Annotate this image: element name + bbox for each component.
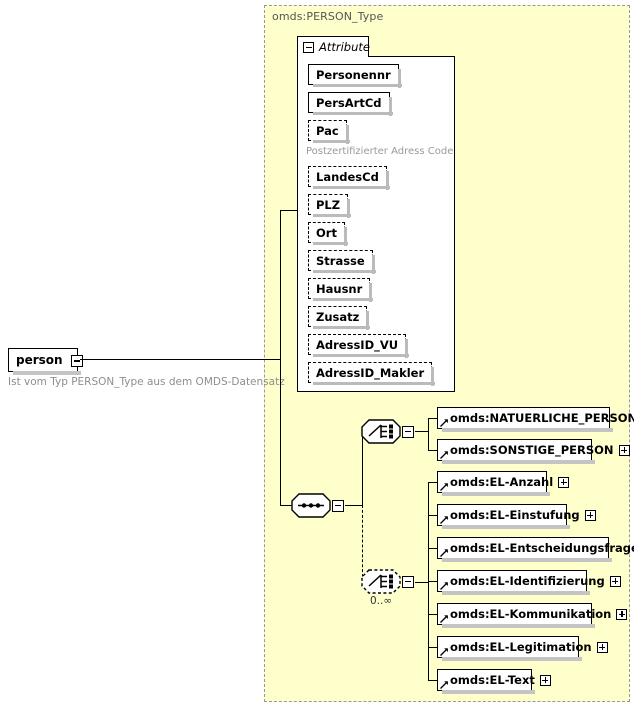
connector-choice2-m1 [428, 515, 438, 517]
sequence-compositor-icon [291, 493, 331, 518]
attribute-tab-label: Attribute [319, 40, 370, 54]
connector-choice2-m5 [428, 647, 438, 649]
plus-box-icon[interactable] [609, 575, 621, 587]
connector-choice2-m6 [428, 680, 438, 682]
connector-seq-out [345, 505, 363, 507]
attribute-adressid-vu[interactable]: AdressID_VU [308, 334, 410, 358]
element-ref-el-einstufung[interactable]: omds:EL-Einstufung [437, 504, 596, 529]
attribute-persartcd[interactable]: PersArtCd [308, 92, 392, 116]
attribute-hausnr[interactable]: Hausnr [308, 278, 374, 302]
sequence-compositor[interactable] [291, 493, 344, 518]
element-ref-label: omds:SONSTIGE_PERSON [450, 443, 614, 457]
attribute-label: Strasse [316, 253, 365, 268]
element-ref-natuerliche-person[interactable]: omds:NATUERLICHE_PERSON [437, 407, 634, 432]
minus-box-icon[interactable] [71, 355, 83, 367]
connector-trunk-vertical [279, 210, 281, 506]
minus-box-icon[interactable] [332, 499, 344, 512]
plus-box-icon[interactable] [616, 608, 628, 620]
connector-trunk-sequence [279, 505, 292, 507]
attribute-label: AdressID_VU [316, 337, 399, 352]
reference-arrow-icon [440, 648, 448, 656]
choice-2-cardinality: 0..∞ [370, 595, 393, 607]
connector-choice1-out [415, 431, 429, 433]
minus-box-icon[interactable] [303, 41, 314, 53]
connector-person-trunk [80, 359, 280, 361]
element-ref-label: omds:EL-Kommunikation [450, 607, 612, 621]
plus-box-icon[interactable] [584, 509, 596, 521]
plus-box-icon[interactable] [558, 476, 570, 488]
attribute-pac-annotation: Postzertifizierter Adress Code [306, 146, 454, 157]
connector-choice2-m4 [428, 614, 438, 616]
minus-box-icon[interactable] [402, 425, 414, 438]
attribute-label: Ort [316, 225, 337, 240]
element-ref-el-anzahl[interactable]: omds:EL-Anzahl [437, 471, 570, 496]
element-person-label: person [16, 353, 63, 367]
reference-arrow-icon [440, 681, 448, 689]
attribute-label: Zusatz [316, 309, 360, 324]
reference-arrow-icon [440, 582, 448, 590]
plus-box-icon[interactable] [596, 641, 608, 653]
element-person-annotation: Ist vom Typ PERSON_Type aus dem OMDS-Dat… [8, 376, 285, 388]
element-ref-label: omds:EL-Einstufung [450, 508, 580, 522]
reference-arrow-icon [440, 419, 448, 427]
plus-box-icon[interactable] [539, 674, 551, 686]
reference-arrow-icon [440, 549, 448, 557]
attribute-plz[interactable]: PLZ [308, 194, 352, 218]
connector-seq-branch-up [362, 431, 364, 506]
element-ref-el-text[interactable]: omds:EL-Text [437, 669, 551, 694]
attribute-adressid-makler[interactable]: AdressID_Makler [308, 362, 436, 386]
connector-trunk-attributes [279, 210, 298, 212]
element-ref-el-kommunikation[interactable]: omds:EL-Kommunikation [437, 603, 628, 628]
element-ref-el-legitimation[interactable]: omds:EL-Legitimation [437, 636, 608, 661]
attribute-personennr[interactable]: Personennr [308, 64, 402, 88]
connector-choice2-out [415, 581, 429, 583]
element-ref-label: omds:EL-Identifizierung [450, 574, 605, 588]
element-ref-el-entscheidungsfrage[interactable]: omds:EL-Entscheidungsfrage [437, 537, 634, 562]
connector-choice1-m0 [428, 418, 438, 420]
attribute-pac[interactable]: Pac [308, 120, 350, 144]
element-person[interactable]: person [8, 348, 83, 375]
reference-arrow-icon [440, 451, 448, 459]
plus-box-icon[interactable] [618, 444, 630, 456]
attribute-label: PLZ [316, 197, 341, 212]
choice-compositor-icon [361, 419, 401, 444]
connector-choice1-m1 [428, 450, 438, 452]
choice-compositor-icon [361, 569, 401, 594]
attribute-landescd[interactable]: LandesCd [308, 166, 390, 190]
attribute-zusatz[interactable]: Zusatz [308, 306, 371, 330]
attribute-label: Personennr [316, 67, 391, 82]
attribute-label: Pac [316, 123, 339, 138]
attribute-panel-tab[interactable]: Attribute [297, 36, 370, 57]
connector-choice2-m0 [428, 482, 438, 484]
attribute-label: PersArtCd [316, 95, 382, 110]
choice-compositor-1[interactable] [361, 419, 414, 444]
connector-choice2-m3 [428, 581, 438, 583]
reference-arrow-icon [440, 615, 448, 623]
element-ref-sonstige-person[interactable]: omds:SONSTIGE_PERSON [437, 439, 630, 464]
connector-choice2-m2 [428, 548, 438, 550]
element-ref-el-identifizierung[interactable]: omds:EL-Identifizierung [437, 570, 621, 595]
connector-choice1-spine [428, 418, 430, 451]
element-ref-label: omds:EL-Anzahl [450, 475, 554, 489]
attribute-label: AdressID_Makler [316, 365, 425, 380]
element-ref-label: omds:NATUERLICHE_PERSON [450, 411, 634, 425]
minus-box-icon[interactable] [402, 575, 414, 588]
attribute-ort[interactable]: Ort [308, 222, 348, 246]
element-ref-label: omds:EL-Text [450, 673, 535, 687]
complextype-title: omds:PERSON_Type [272, 10, 384, 23]
choice-compositor-2[interactable] [361, 569, 414, 594]
reference-arrow-icon [440, 483, 448, 491]
attribute-strasse[interactable]: Strasse [308, 250, 376, 274]
connector-seq-branch-down [362, 505, 363, 582]
reference-arrow-icon [440, 516, 448, 524]
attribute-label: LandesCd [316, 169, 379, 184]
element-ref-label: omds:EL-Entscheidungsfrage [450, 541, 634, 555]
element-ref-label: omds:EL-Legitimation [450, 640, 592, 654]
attribute-label: Hausnr [316, 281, 363, 296]
